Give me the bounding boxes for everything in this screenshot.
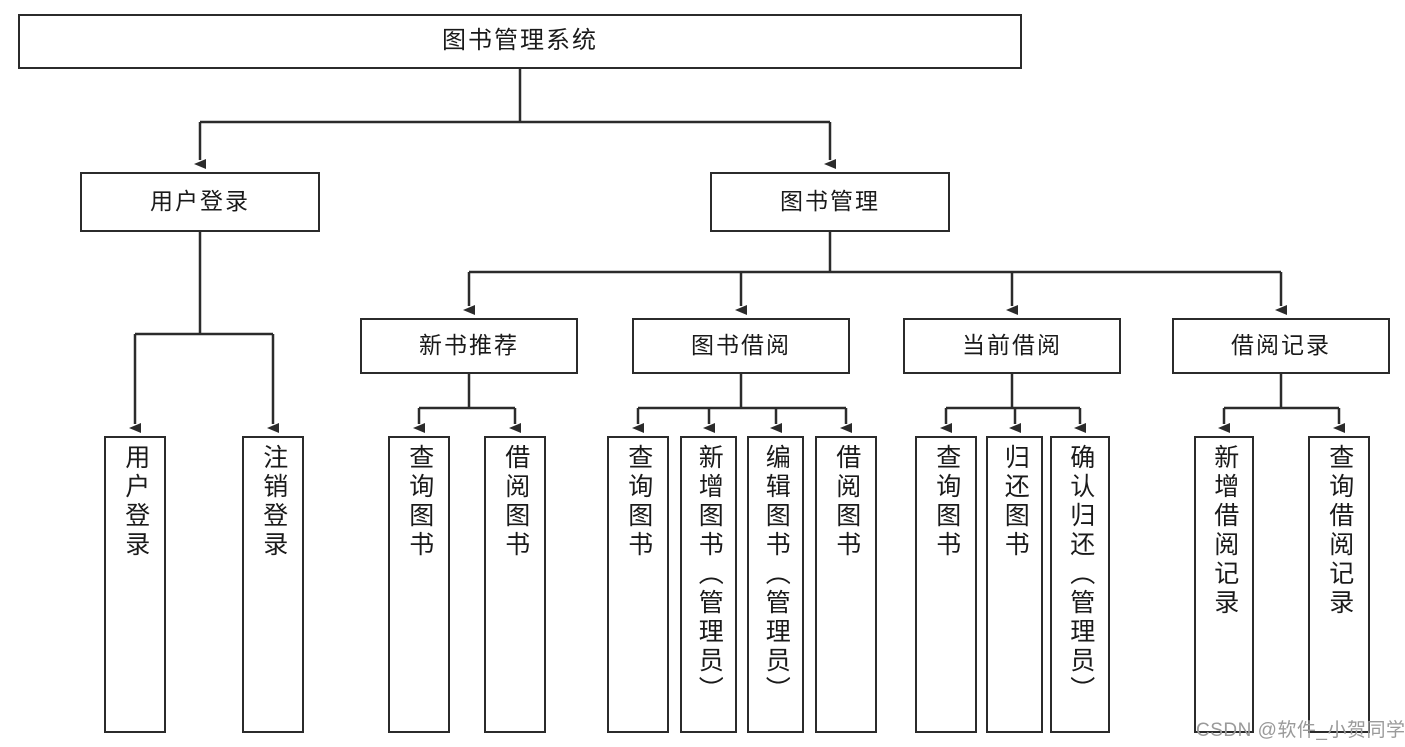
node-borrow-record-label: 借阅记录 bbox=[1231, 332, 1331, 359]
node-new-book-rec-label: 新书推荐 bbox=[419, 332, 519, 359]
node-leaf-borrow-book-1: 借阅图书 bbox=[484, 436, 546, 733]
node-leaf-return-book-label: 归还图书 bbox=[1001, 444, 1030, 560]
node-leaf-add-book: 新增图书（管理员） bbox=[680, 436, 737, 733]
node-new-book-rec: 新书推荐 bbox=[360, 318, 578, 374]
node-book-borrow: 图书借阅 bbox=[632, 318, 850, 374]
node-leaf-logout-label: 注销登录 bbox=[259, 444, 288, 560]
node-user-login: 用户登录 bbox=[80, 172, 320, 232]
node-leaf-query-book-3-label: 查询图书 bbox=[932, 444, 961, 560]
csdn-watermark: CSDN @软件_小贺同学 bbox=[1196, 720, 1405, 741]
node-current-borrow-label: 当前借阅 bbox=[962, 332, 1062, 359]
node-leaf-user-login: 用户登录 bbox=[104, 436, 166, 733]
node-leaf-add-book-label: 新增图书（管理员） bbox=[695, 444, 724, 705]
node-leaf-query-book-2: 查询图书 bbox=[607, 436, 669, 733]
node-leaf-query-record-label: 查询借阅记录 bbox=[1325, 444, 1354, 618]
node-book-manage: 图书管理 bbox=[710, 172, 950, 232]
node-leaf-borrow-book-2: 借阅图书 bbox=[815, 436, 877, 733]
node-user-login-label: 用户登录 bbox=[150, 188, 250, 215]
node-current-borrow: 当前借阅 bbox=[903, 318, 1121, 374]
node-leaf-borrow-book-1-label: 借阅图书 bbox=[501, 444, 530, 560]
node-book-manage-label: 图书管理 bbox=[780, 188, 880, 215]
node-book-borrow-label: 图书借阅 bbox=[691, 332, 791, 359]
node-leaf-query-record: 查询借阅记录 bbox=[1308, 436, 1370, 733]
node-leaf-add-record: 新增借阅记录 bbox=[1194, 436, 1254, 733]
node-leaf-query-book-1: 查询图书 bbox=[388, 436, 450, 733]
node-leaf-edit-book: 编辑图书（管理员） bbox=[747, 436, 804, 733]
node-root-label: 图书管理系统 bbox=[442, 27, 598, 55]
node-leaf-borrow-book-2-label: 借阅图书 bbox=[832, 444, 861, 560]
node-leaf-confirm-return: 确认归还（管理员） bbox=[1050, 436, 1110, 733]
node-leaf-user-login-label: 用户登录 bbox=[121, 444, 150, 560]
node-leaf-confirm-return-label: 确认归还（管理员） bbox=[1066, 444, 1095, 705]
node-leaf-return-book: 归还图书 bbox=[986, 436, 1043, 733]
node-root: 图书管理系统 bbox=[18, 14, 1022, 69]
node-leaf-add-record-label: 新增借阅记录 bbox=[1210, 444, 1239, 618]
node-leaf-query-book-1-label: 查询图书 bbox=[405, 444, 434, 560]
node-leaf-query-book-2-label: 查询图书 bbox=[624, 444, 653, 560]
node-leaf-query-book-3: 查询图书 bbox=[915, 436, 977, 733]
node-leaf-logout: 注销登录 bbox=[242, 436, 304, 733]
node-borrow-record: 借阅记录 bbox=[1172, 318, 1390, 374]
node-leaf-edit-book-label: 编辑图书（管理员） bbox=[762, 444, 791, 705]
